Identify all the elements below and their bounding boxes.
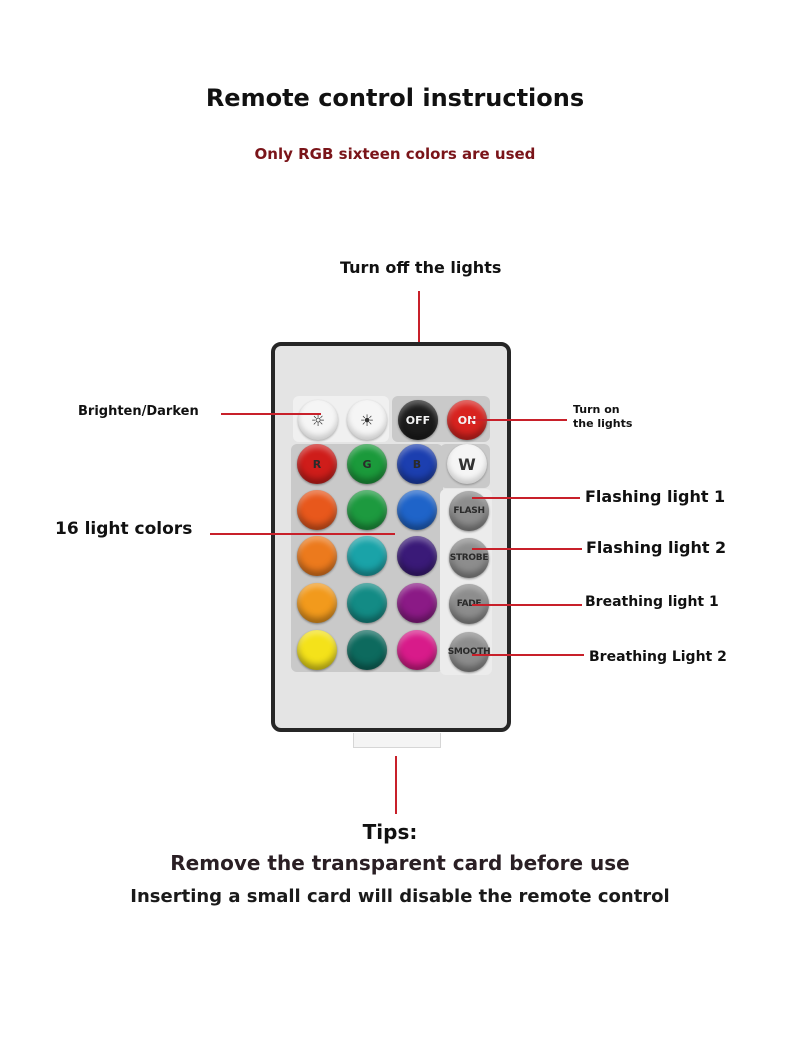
white-label: W	[458, 454, 476, 474]
leader-line-flash	[472, 497, 580, 499]
leader-line-brighten	[221, 413, 321, 415]
color-button[interactable]	[347, 583, 387, 623]
smooth-label: SMOOTH	[447, 647, 491, 657]
callout-flashing-1: Flashing light 1	[585, 487, 726, 506]
tips-line-1: Remove the transparent card before use	[170, 851, 630, 875]
leader-line-colors	[210, 533, 395, 535]
off-label: OFF	[405, 413, 431, 427]
callout-flashing-2: Flashing light 2	[586, 538, 727, 557]
green-label: G	[362, 457, 372, 471]
off-button[interactable]: OFF	[398, 400, 438, 440]
tips-line-2: Inserting a small card will disable the …	[130, 886, 670, 907]
callout-brighten-darken: Brighten/Darken	[78, 404, 199, 419]
color-button[interactable]	[397, 490, 437, 530]
green-button[interactable]: G	[347, 444, 387, 484]
callout-turn-on-line1: Turn on	[573, 403, 620, 416]
callout-turn-on-line2: the lights	[573, 417, 633, 430]
page-title: Remote control instructions	[205, 84, 585, 112]
leader-line-smooth	[472, 654, 584, 656]
red-button[interactable]: R	[297, 444, 337, 484]
brightness-up-icon: ☼	[310, 410, 326, 430]
color-button[interactable]	[347, 630, 387, 670]
color-button[interactable]	[347, 536, 387, 576]
battery-card-tab	[353, 733, 441, 748]
blue-button[interactable]: B	[397, 444, 437, 484]
callout-turn-on: Turn on the lights	[573, 403, 632, 431]
brightness-down-icon: ☀	[359, 410, 375, 430]
smooth-button[interactable]: SMOOTH	[447, 632, 491, 672]
leader-line-fade	[472, 604, 582, 606]
color-button[interactable]	[297, 536, 337, 576]
strobe-button[interactable]: STROBE	[449, 538, 489, 578]
callout-breathing-1: Breathing light 1	[585, 594, 719, 610]
color-button[interactable]	[297, 583, 337, 623]
brightness-down-button[interactable]: ☀	[347, 400, 387, 440]
color-button[interactable]	[397, 536, 437, 576]
strobe-label: STROBE	[449, 553, 489, 563]
blue-label: B	[412, 457, 422, 471]
color-button[interactable]	[347, 490, 387, 530]
red-label: R	[312, 457, 322, 471]
callout-breathing-2: Breathing Light 2	[589, 649, 727, 665]
leader-line-turn-on	[470, 419, 567, 421]
color-button[interactable]	[297, 490, 337, 530]
on-label: ON	[457, 413, 477, 427]
callout-turn-off: Turn off the lights	[340, 258, 502, 277]
color-button[interactable]	[397, 583, 437, 623]
page-subtitle: Only RGB sixteen colors are used	[254, 145, 536, 163]
fade-label: FADE	[456, 599, 482, 609]
tips-heading: Tips:	[362, 820, 418, 844]
flash-label: FLASH	[453, 506, 485, 516]
callout-16-colors: 16 light colors	[55, 519, 193, 539]
leader-line-card	[395, 756, 397, 814]
brightness-up-button[interactable]: ☼	[298, 400, 338, 440]
color-button[interactable]	[297, 630, 337, 670]
leader-line-strobe	[472, 548, 582, 550]
white-button[interactable]: W	[447, 444, 487, 484]
color-button[interactable]	[397, 630, 437, 670]
